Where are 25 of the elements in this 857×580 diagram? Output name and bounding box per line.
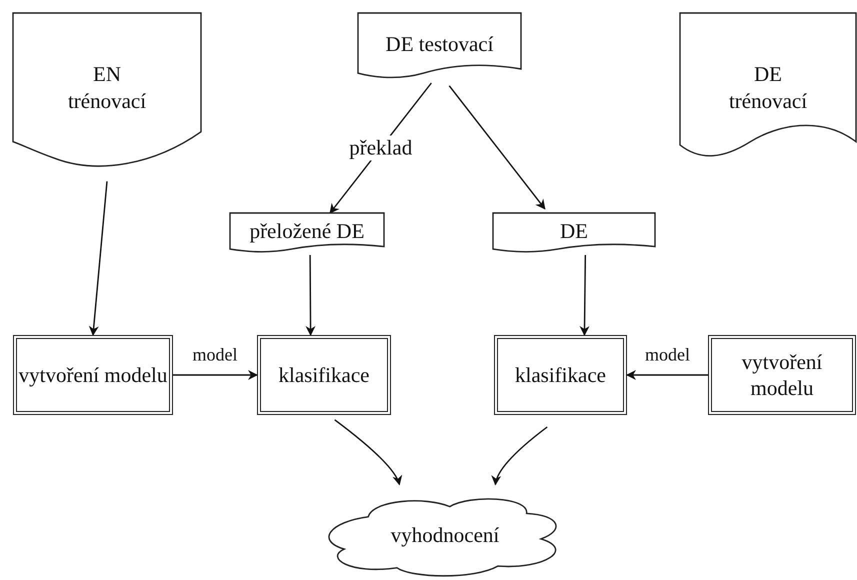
node-text: přeložené DE bbox=[250, 218, 364, 244]
arrow bbox=[306, 255, 316, 336]
edge-label: překlad bbox=[347, 136, 414, 160]
node-text: DE testovací bbox=[384, 30, 494, 58]
process-box bbox=[708, 335, 856, 415]
arrow bbox=[173, 370, 258, 380]
process-box bbox=[257, 335, 391, 415]
process-box bbox=[494, 335, 627, 415]
node-text: vytvoření modelu bbox=[18, 362, 168, 388]
node-text: klasifikace bbox=[515, 362, 606, 388]
node-text: DE bbox=[560, 218, 588, 244]
node-text: klasifikace bbox=[278, 362, 370, 388]
arrow bbox=[580, 255, 590, 336]
node-text: EN trénovací bbox=[66, 61, 148, 114]
arrow bbox=[492, 426, 548, 486]
arrow bbox=[626, 370, 708, 380]
node-text: vytvoření modelu bbox=[740, 348, 824, 402]
node-text: DE trénovací bbox=[728, 61, 808, 114]
document-shape bbox=[230, 213, 384, 255]
node-text: vyhodnocení bbox=[390, 522, 500, 549]
arrow bbox=[334, 419, 402, 486]
document-shape bbox=[493, 213, 655, 255]
arrow bbox=[448, 85, 546, 210]
arrow bbox=[88, 181, 108, 336]
process-box bbox=[13, 335, 173, 415]
